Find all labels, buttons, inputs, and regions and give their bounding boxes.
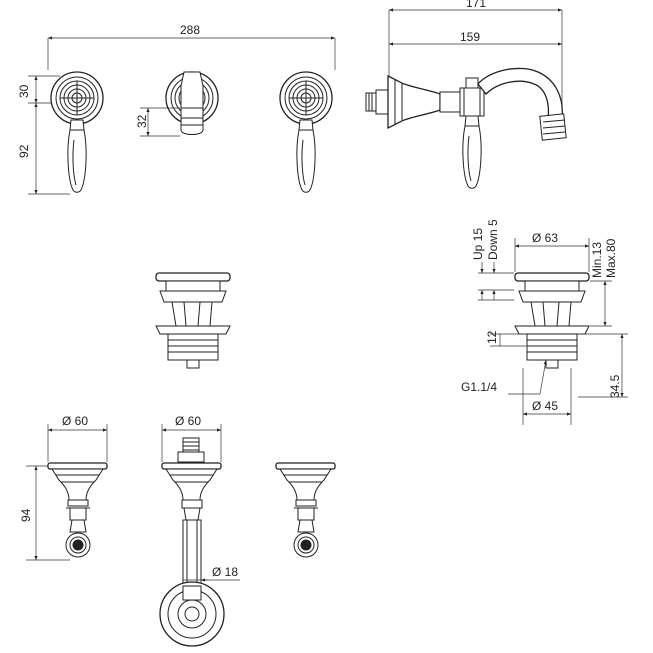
front-view: 288 30 92 [17,23,336,195]
dim-94: 94 [19,508,33,522]
right-valve-body [275,462,336,558]
right-lever-tap [279,71,333,193]
dim-min: Min.13 [590,242,604,278]
bottom-row: Ø 60 94 Ø 60 [19,414,336,647]
dim-92: 92 [17,144,31,158]
drain-dimensioned: Ø 63 Up 15 Down 5 Min.13 Max.80 34.5 12 … [461,219,628,425]
side-view-spout: 171 159 [365,0,567,189]
dim-cap-flange: Ø 63 [532,231,558,245]
dim-171: 171 [466,0,486,10]
dim-32: 32 [135,114,149,128]
dim-down: Down 5 [486,219,500,260]
center-spout-body: Ø 60 Ø 18 [159,414,240,647]
dim-spout-pipe: Ø 18 [212,565,238,579]
drain-elevation [155,272,231,369]
dim-159: 159 [460,30,480,44]
dim-up: Up 15 [471,228,485,260]
dim-34-5: 34.5 [608,374,622,398]
dim-body-center: Ø 60 [175,414,201,428]
left-valve-body: Ø 60 94 [19,414,108,561]
dim-drain-base: Ø 45 [532,399,558,413]
dim-30: 30 [17,84,31,98]
left-lever-tap [50,71,104,193]
center-spout-knob: 32 [135,71,219,137]
dim-body-left: Ø 60 [62,414,88,428]
dim-thread: G1.1/4 [461,380,497,394]
dim-12: 12 [485,330,499,344]
dim-max: Max.80 [604,238,618,278]
dim-288: 288 [180,23,200,37]
